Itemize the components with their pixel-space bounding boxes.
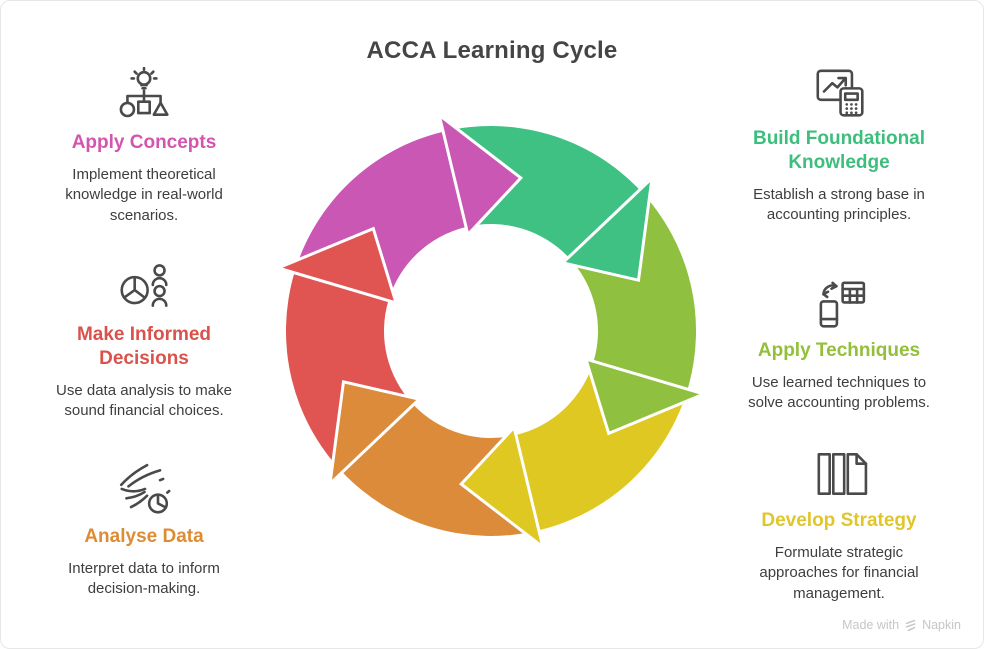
napkin-logo-icon	[905, 619, 916, 631]
made-with-napkin-credit: Made with Napkin	[842, 618, 961, 632]
section-apply-concepts: Apply Concepts Implement theoretical kno…	[24, 67, 264, 227]
section-title: Apply Concepts	[71, 132, 217, 153]
section-build-foundational-knowledge: Build Foundational Knowledge Establish a…	[719, 63, 959, 226]
books-icon	[817, 453, 868, 495]
cycle-arrowhead-lime	[583, 356, 709, 436]
lightbulb-org-chart-icon	[119, 67, 169, 118]
section-description: Implement theoretical knowledge in real-…	[65, 165, 223, 225]
section-description: Interpret data to inform decision-making…	[68, 559, 220, 598]
section-title: Analyse Data	[84, 526, 204, 547]
cycle-arrowhead-magenta	[436, 111, 524, 238]
cycle-arrowhead-orange	[327, 379, 423, 488]
napkin-brand-label: Napkin	[922, 618, 961, 632]
phone-spreadsheet-icon	[819, 281, 866, 328]
page-title: ACCA Learning Cycle	[366, 37, 618, 64]
section-description: Use learned techniques to solve accounti…	[748, 373, 930, 412]
section-description: Formulate strategic approaches for finan…	[759, 543, 919, 603]
section-make-informed-decisions: Make Informed Decisions Use data analysi…	[24, 259, 264, 422]
cycle-arrowhead-red	[273, 226, 399, 306]
section-develop-strategy: Develop Strategy Formulate strategic app…	[719, 445, 959, 605]
section-title: Develop Strategy	[761, 510, 917, 531]
section-title: Make Informed Decisions	[76, 324, 212, 369]
cycle-arrowhead-green	[559, 174, 655, 283]
chart-calculator-icon	[816, 69, 864, 117]
learning-cycle-diagram	[273, 111, 709, 551]
section-title: Apply Techniques	[757, 340, 921, 361]
data-flow-clock-icon	[119, 463, 171, 514]
cycle-arrowhead-yellow	[458, 424, 546, 551]
section-apply-techniques: Apply Techniques Use learned techniques …	[719, 275, 959, 414]
section-description: Use data analysis to make sound financia…	[56, 381, 232, 420]
section-description: Establish a strong base in accounting pr…	[753, 185, 925, 224]
made-with-label: Made with	[842, 618, 900, 632]
section-analyse-data: Analyse Data Interpret data to inform de…	[24, 461, 264, 600]
pie-chart-people-icon	[120, 264, 168, 307]
section-title: Build Foundational Knowledge	[752, 128, 926, 173]
